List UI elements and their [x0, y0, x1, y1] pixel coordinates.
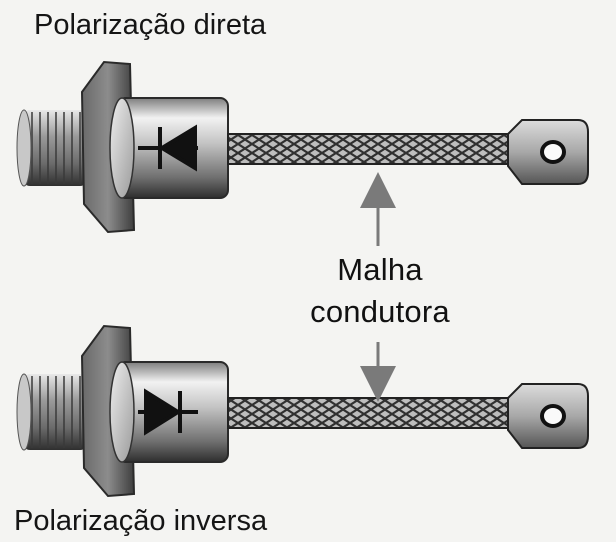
terminal-lug: [507, 383, 589, 449]
label-mesh-line1: Malha: [337, 252, 423, 287]
label-direct-bias: Polarização direta: [34, 9, 267, 41]
terminal-lug: [507, 119, 589, 185]
braided-lead: [227, 397, 515, 429]
lug-hole: [540, 404, 566, 428]
label-inverse-bias: Polarização inversa: [14, 505, 268, 537]
diode-inverse-bias: [16, 324, 589, 498]
label-mesh-line2: condutora: [310, 294, 450, 329]
diode-direct-bias: [16, 60, 589, 234]
thread-stud: [16, 373, 88, 451]
lug-hole: [540, 140, 566, 164]
diode-symbol-icon: [138, 388, 198, 436]
braided-lead: [227, 133, 515, 165]
diode-symbol-icon: [138, 124, 198, 172]
thread-stud: [16, 109, 88, 187]
